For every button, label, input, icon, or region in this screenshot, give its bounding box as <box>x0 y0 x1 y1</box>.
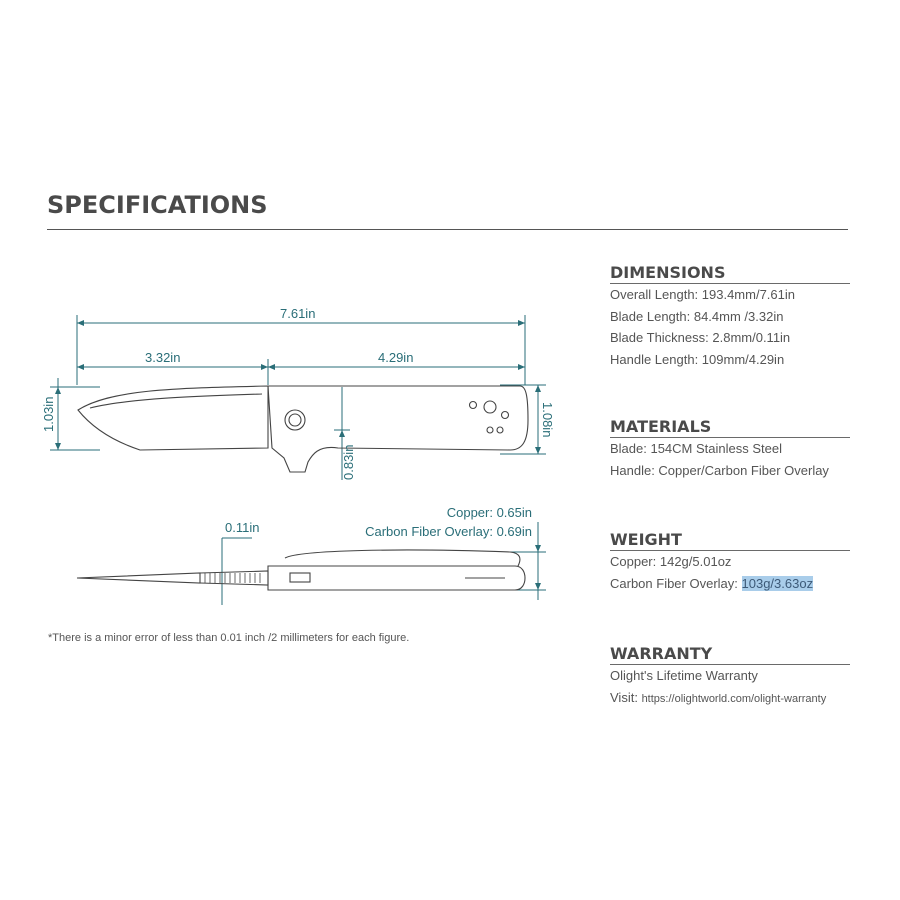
knife-side-view <box>77 385 529 473</box>
carbon-weight-value: 103g/3.63oz <box>741 575 814 591</box>
copper-weight-spec: Copper: 142g/5.01oz <box>610 554 732 569</box>
overall-length-spec: Overall Length: 193.4mm/7.61in <box>610 287 795 302</box>
visit-label: Visit: <box>610 689 642 705</box>
dimensions-heading: DIMENSIONS <box>610 263 850 284</box>
handle-length-label: 4.29in <box>378 350 413 365</box>
blade-height-label: 1.03in <box>41 397 56 432</box>
materials-heading: MATERIALS <box>610 417 850 438</box>
warranty-heading: WARRANTY <box>610 644 850 665</box>
handle-material-spec: Handle: Copper/Carbon Fiber Overlay <box>610 462 829 478</box>
blade-thickness-label: 0.11in <box>225 520 259 535</box>
copper-thickness-label: Copper: 0.65in <box>447 505 532 520</box>
blade-length-spec: Blade Length: 84.4mm /3.32in <box>610 308 784 324</box>
dimensions-section: DIMENSIONS Overall Length: 193.4mm/7.61i… <box>610 263 850 370</box>
weight-heading: WEIGHT <box>610 530 850 551</box>
knife-top-view <box>76 549 526 591</box>
handle-length-spec: Handle Length: 109mm/4.29in <box>610 351 785 367</box>
weight-section: WEIGHT Copper: 142g/5.01oz Carbon Fiber … <box>610 530 850 594</box>
warranty-link[interactable]: https://olightworld.com/olight-warranty <box>641 692 827 705</box>
materials-section: MATERIALS Blade: 154CM Stainless Steel H… <box>610 417 850 481</box>
handle-height-label: 1.08in <box>540 402 555 437</box>
page-title: SPECIFICATIONS <box>47 191 268 219</box>
blade-thickness-spec: Blade Thickness: 2.8mm/0.11in <box>610 330 791 345</box>
overall-length-label: 7.61in <box>280 306 315 321</box>
handle-depth-label: 0.83in <box>341 445 356 480</box>
warranty-line: Olight's Lifetime Warranty <box>610 668 758 683</box>
carbon-weight-spec: Carbon Fiber Overlay: 103g/3.63oz <box>610 573 850 595</box>
carbon-weight-label: Carbon Fiber Overlay: <box>610 575 742 591</box>
knife-diagram: 7.61in 3.32in 4.29in 1.03in 1.08in 0.83i… <box>41 306 555 605</box>
title-divider <box>47 229 848 230</box>
footnote: *There is a minor error of less than 0.0… <box>48 632 410 644</box>
warranty-section: WARRANTY Olight's Lifetime Warranty Visi… <box>610 644 850 710</box>
warranty-visit: Visit: https://olightworld.com/olight-wa… <box>610 687 850 711</box>
blade-material-spec: Blade: 154CM Stainless Steel <box>610 441 782 456</box>
spine-jimping <box>204 573 261 583</box>
carbon-thickness-label: Carbon Fiber Overlay: 0.69in <box>365 524 532 539</box>
blade-length-label: 3.32in <box>145 350 180 365</box>
